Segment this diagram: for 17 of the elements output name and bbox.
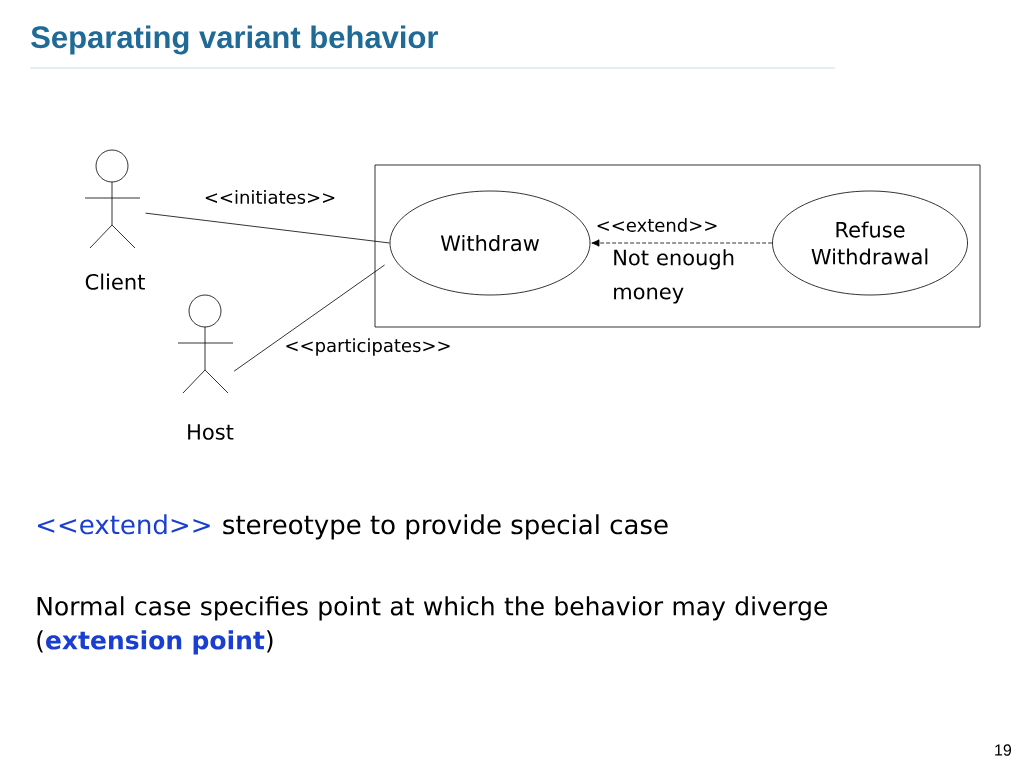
dependency-arrow	[591, 239, 773, 247]
node-label: Client	[85, 273, 145, 290]
edge-label: <<initiates>>	[205, 190, 335, 204]
stereotype-text: <<extend>>	[37, 514, 210, 535]
system-boundary	[374, 164, 981, 328]
association-line	[233, 264, 385, 372]
association-line	[145, 212, 390, 244]
condition-note: Not enough money	[614, 249, 734, 304]
page-number: 19	[995, 744, 1012, 756]
actor-figure: Client	[84, 149, 145, 290]
bullet-text: Normal case specifies point at which the behavior may diverge (extension point)	[37, 596, 828, 655]
bullet-text: stereotype to provide special case	[223, 514, 668, 540]
edge-label: <<participates>>	[286, 338, 450, 356]
node-label: Host	[188, 424, 234, 440]
slide-title: Separating variant behavior	[31, 25, 438, 55]
actor-figure: Host	[177, 294, 234, 440]
edge-label: <<extend>>	[597, 218, 717, 232]
